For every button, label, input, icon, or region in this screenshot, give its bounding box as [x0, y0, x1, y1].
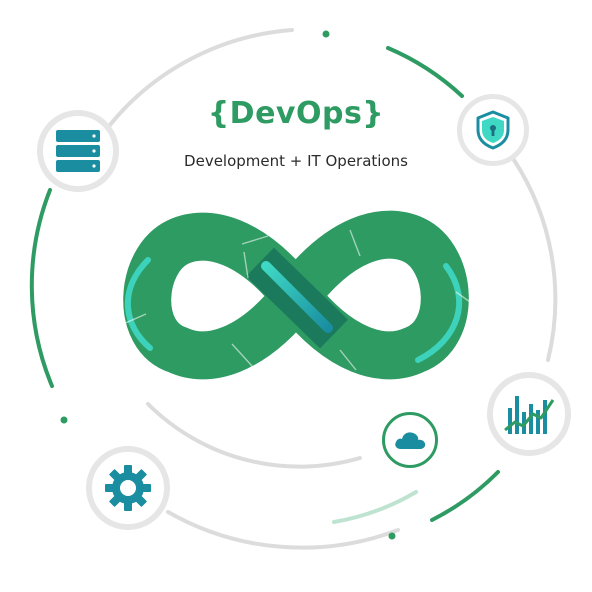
- accent-arc: [430, 470, 500, 522]
- analytics-chart-icon: [504, 396, 555, 434]
- security-badge: [457, 94, 529, 166]
- cloud-icon: [395, 432, 426, 449]
- cloud-badge: [382, 412, 438, 468]
- page-subtitle: Development + IT Operations: [184, 152, 408, 170]
- ring-arc: [166, 510, 400, 550]
- analytics-badge: [487, 372, 571, 456]
- ring-arc: [146, 402, 362, 469]
- accent-arc: [29, 188, 54, 388]
- accent-dot: [60, 416, 68, 424]
- server-badge: [37, 110, 119, 192]
- accent-arc: [386, 46, 464, 98]
- server-icon: [56, 130, 100, 172]
- accent-dot: [388, 532, 396, 540]
- settings-gear-icon: [105, 465, 151, 511]
- ring-arc: [512, 158, 558, 362]
- page-title: {DevOps}: [207, 96, 385, 131]
- ring-arc: [98, 28, 294, 140]
- accent-arc-light: [332, 490, 418, 524]
- accent-dot: [322, 30, 330, 38]
- settings-badge: [86, 446, 170, 530]
- security-shield-icon: [476, 110, 510, 150]
- infinity-loop-icon: [113, 210, 485, 380]
